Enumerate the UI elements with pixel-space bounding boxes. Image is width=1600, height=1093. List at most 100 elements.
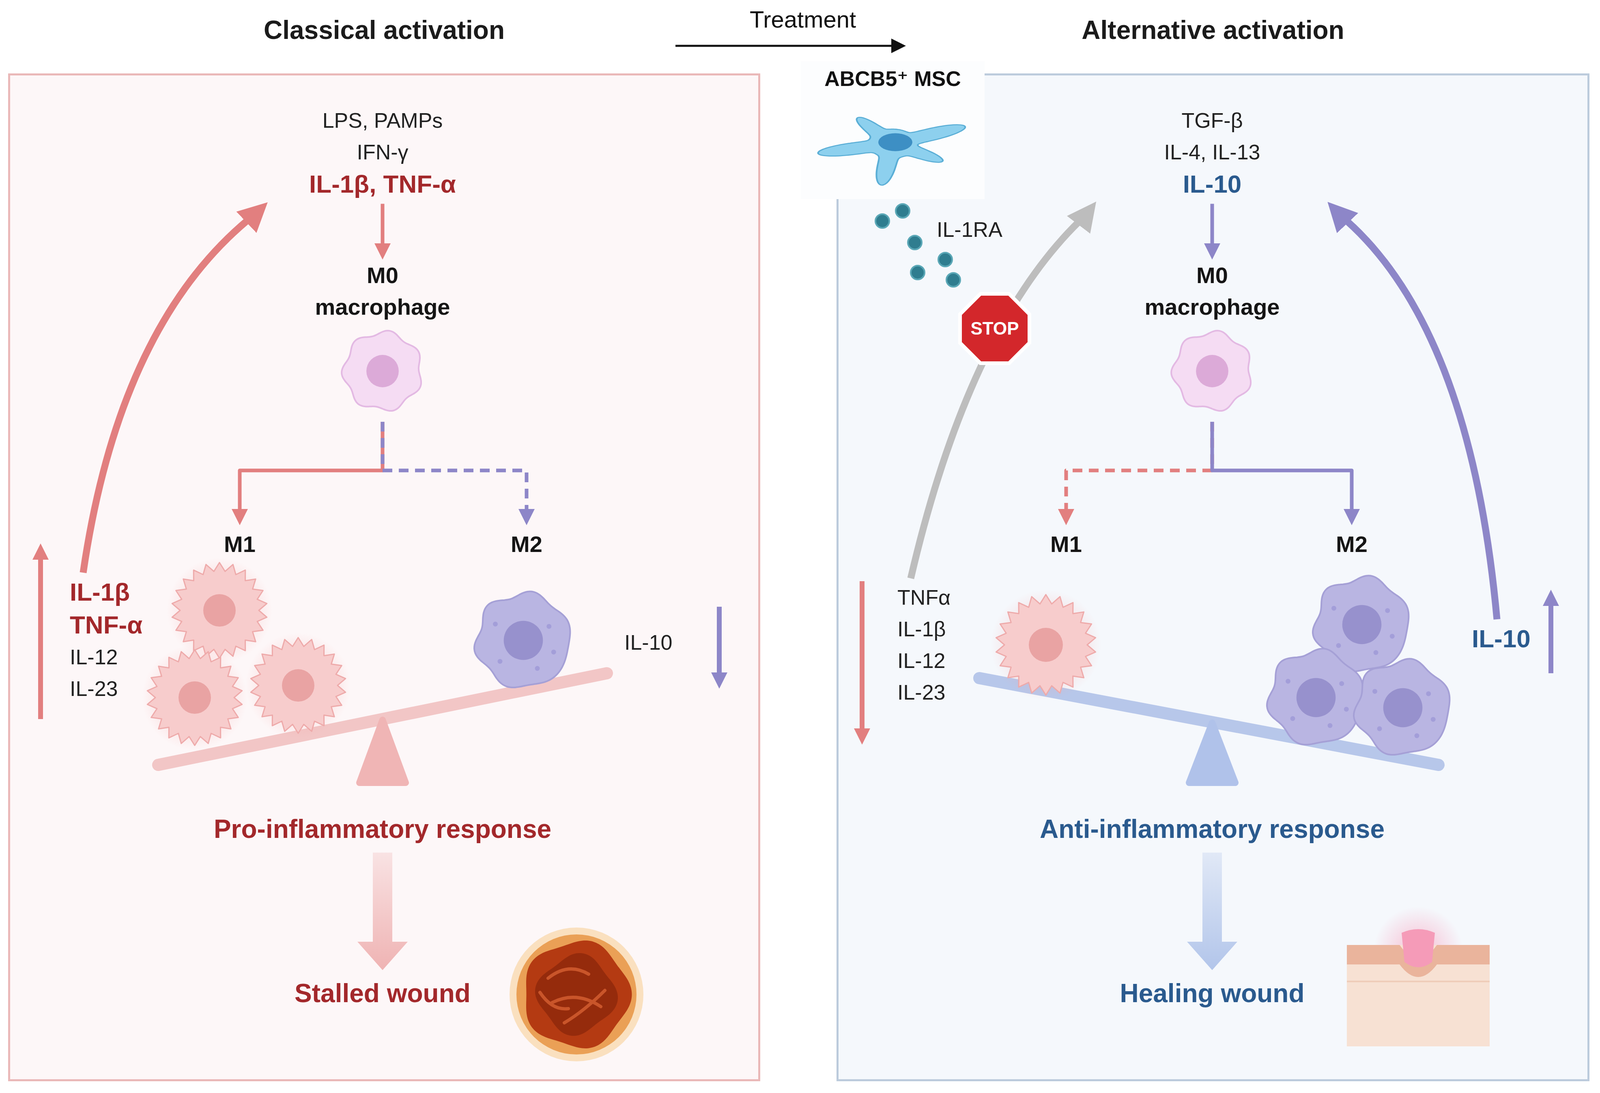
il1ra-molecule (907, 235, 922, 250)
indicator-arrow (716, 606, 722, 681)
cell-nucleus (366, 354, 399, 388)
cell-granule (1384, 608, 1390, 614)
node-text: M1 (223, 528, 256, 561)
cell-body (147, 649, 243, 746)
wound-texture (548, 969, 589, 979)
cell-granule (1425, 691, 1431, 697)
panel-ground (8, 73, 761, 1082)
outcome-label: Healing wound (1113, 973, 1311, 1014)
node-text: M1 (1050, 528, 1082, 561)
cytokine-group: IL-1βTNF-αIL-12IL-23 (63, 572, 149, 708)
wound-halo (509, 927, 644, 1062)
connector-arrow (380, 204, 385, 252)
connector-arrow (83, 212, 258, 573)
indicator-arrow (675, 45, 899, 48)
panel-heading: Alternative activation (836, 0, 1590, 49)
cell-nucleus (203, 594, 236, 627)
cell-granule (497, 659, 503, 665)
cell-glow (990, 589, 1102, 701)
node-text: IL-12 (897, 645, 951, 677)
m2-cell (1353, 658, 1450, 755)
connector-arrow (910, 213, 1088, 579)
m1-cell (147, 649, 243, 746)
label-text: Treatment (749, 4, 856, 35)
cell-granule (1285, 679, 1291, 684)
macrophage-m2: M2 (1329, 525, 1375, 564)
macrophage-m0: M0 macrophage (1135, 259, 1290, 422)
cell-body (172, 562, 267, 659)
outcome-arrow (1187, 852, 1238, 971)
skin-layer (1346, 980, 1490, 983)
cell-granule (551, 649, 557, 655)
cell-nucleus (1296, 678, 1336, 718)
wound-rim (516, 934, 637, 1055)
m1-cell (250, 637, 346, 734)
molecule-label: IL-1RA (936, 213, 1003, 246)
cell-glow (141, 645, 248, 751)
node-text: Stalled wound (294, 976, 471, 1011)
seesaw-fulcrum (359, 720, 406, 783)
macrophage-m1: M1 (217, 525, 263, 564)
node-text: IFN-γ (275, 136, 490, 168)
response-label: Pro-inflammatory response (207, 809, 558, 850)
cell-granule (1373, 650, 1379, 656)
cell-body (250, 637, 346, 734)
cell-nucleus (1383, 688, 1423, 728)
connector-arrow (1210, 204, 1215, 252)
stimulus-group: LPS, PAMPsIFN-γIL-1β, TNF-α (268, 101, 497, 205)
node-text: M0 macrophage (1135, 259, 1290, 324)
indicator-arrow (1548, 597, 1554, 674)
cell-glow (245, 632, 351, 739)
m0-cell (1171, 330, 1251, 411)
node-text: IL-23 (69, 673, 143, 705)
cell-body (1266, 648, 1363, 745)
macrophage-m0: M0 macrophage (305, 259, 460, 422)
macrophage-m1: M1 (1043, 525, 1089, 564)
cell-granule (1290, 716, 1296, 722)
node-text: IL-1β (897, 613, 951, 646)
il1ra-molecule (946, 273, 961, 287)
indicator-arrow (859, 581, 865, 737)
il1ra-molecule (895, 204, 910, 218)
cell-nucleus (1342, 605, 1382, 645)
cell-body (1171, 330, 1251, 411)
stimulus-group: TGF-βIL-4, IL-13IL-10 (1098, 101, 1326, 205)
indicator-arrow (38, 551, 44, 720)
node-text: LPS, PAMPs (275, 104, 490, 137)
node-text: IL-4, IL-13 (1105, 136, 1320, 168)
cell-granule (1430, 717, 1436, 723)
msc-cell (800, 92, 985, 197)
cell-granule (492, 621, 498, 627)
il1ra-molecule (875, 214, 890, 228)
treatment-label: Treatment (749, 4, 856, 35)
outcome-label: Stalled wound (288, 973, 478, 1014)
connector-arrow (382, 421, 527, 518)
m1-cell (995, 594, 1096, 696)
cell-body (1353, 658, 1450, 755)
wound-bed (526, 940, 632, 1049)
node-text: M2 (1335, 528, 1368, 561)
node-text: Healing wound (1119, 976, 1305, 1011)
cell-body (995, 594, 1096, 696)
cell-granule (1344, 707, 1349, 712)
panel-heading: Classical activation (8, 0, 761, 49)
cell-body (818, 117, 966, 185)
node-text: IL-10 (1471, 622, 1531, 656)
cell-granule (1414, 733, 1420, 739)
node-text: IL-23 (897, 676, 951, 709)
il1ra-molecule (910, 265, 925, 280)
msc-cell-group (818, 117, 966, 185)
wound-texture (564, 990, 605, 1024)
cell-nucleus (878, 133, 913, 152)
panel-outline (8, 73, 761, 1082)
cell-nucleus (1195, 354, 1229, 388)
response-label: Anti-inflammatory response (1033, 809, 1392, 850)
node-text: ABCB5⁺ MSC (800, 64, 985, 93)
node-text: TNFα (897, 581, 951, 614)
il1ra-molecule (938, 252, 953, 267)
cytokine-label: IL-10 (624, 626, 673, 659)
macrophage-m2: M2 (504, 525, 549, 564)
cell-body (474, 591, 570, 688)
label-text: IL-1RA (936, 213, 1003, 246)
connector-arrow (1066, 421, 1213, 518)
